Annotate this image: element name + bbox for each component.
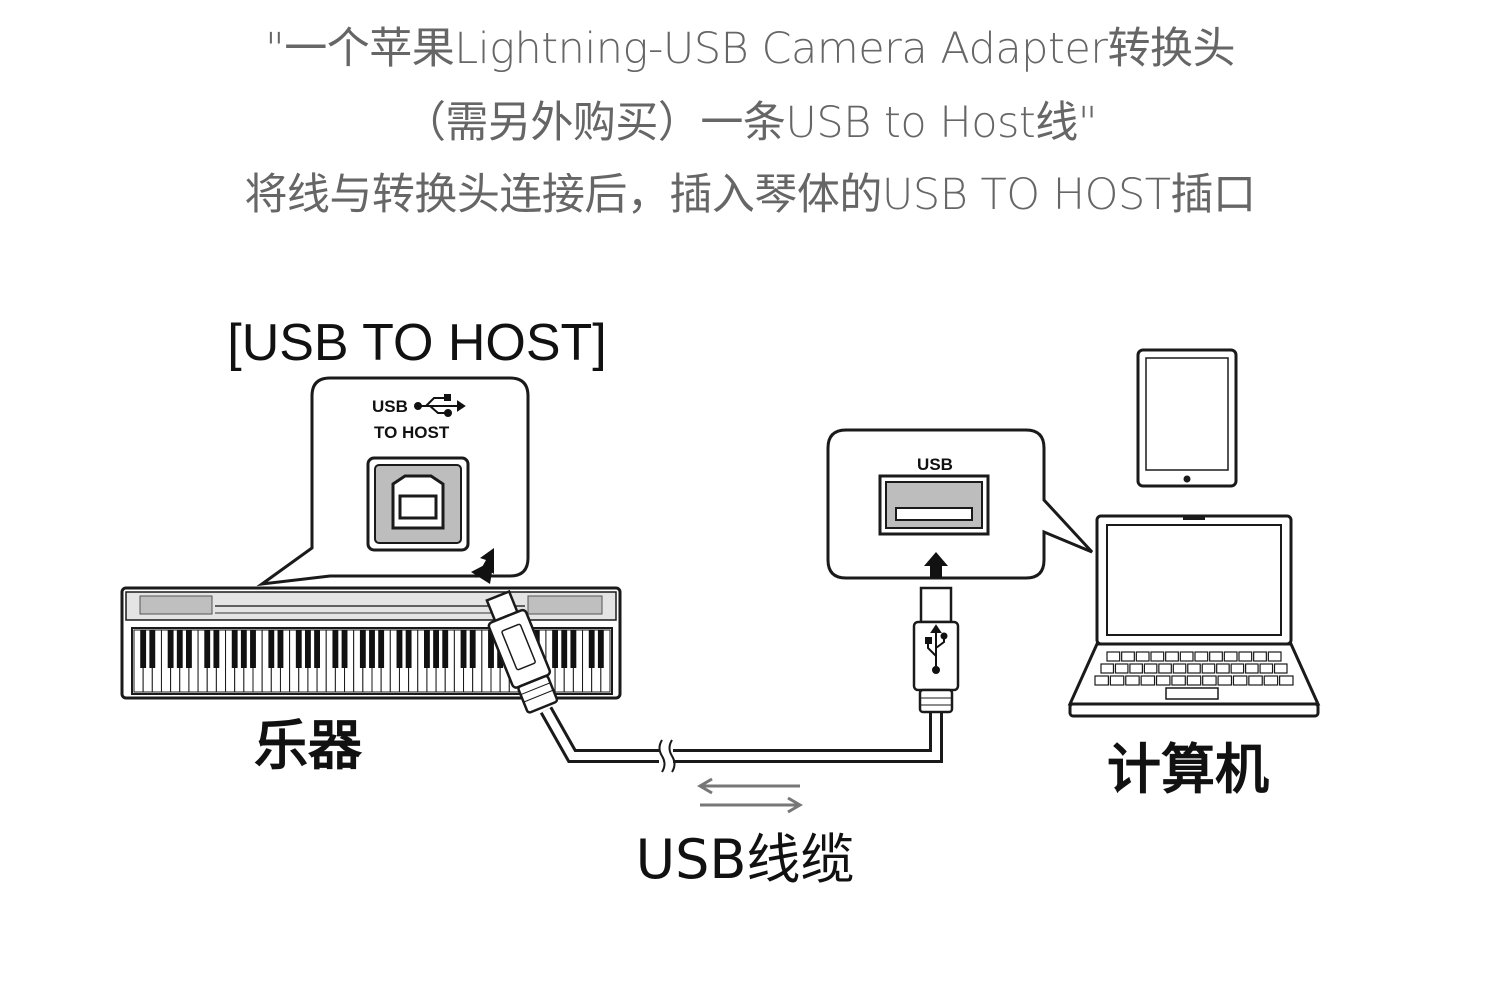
computer-label: 计算机 — [1107, 738, 1269, 801]
cable-label: USB线缆 — [636, 828, 855, 891]
computer-port-label-usb: USB — [917, 455, 953, 474]
laptop-key — [1238, 651, 1253, 662]
piano-black-key — [552, 630, 559, 668]
usb-a-plug — [912, 586, 960, 714]
piano-black-key — [250, 630, 256, 668]
piano-black-key — [167, 630, 174, 668]
laptop-key — [1150, 651, 1165, 662]
port-callout-title: [USB TO HOST] — [227, 314, 607, 372]
laptop-key — [1279, 675, 1294, 686]
usb-a-port — [878, 474, 990, 536]
piano-black-key — [231, 630, 238, 668]
piano-black-key — [570, 630, 577, 668]
piano-black-key — [369, 630, 375, 668]
usb-cable — [485, 586, 960, 773]
piano-black-key — [185, 630, 192, 668]
caption-line-3: 将线与转换头连接后，插入琴体的USB TO HOST插口 — [244, 170, 1256, 220]
laptop-key — [1114, 663, 1129, 674]
computer-port-callout: USB — [826, 428, 1094, 580]
laptop-key — [1230, 663, 1245, 674]
piano-black-key — [240, 630, 247, 668]
piano-black-key — [588, 630, 595, 668]
piano-black-key — [341, 630, 348, 668]
laptop-key — [1140, 675, 1156, 686]
laptop-key — [1232, 675, 1248, 686]
laptop-key — [1109, 675, 1125, 686]
caption-line-1: "一个苹果Lightning-USB Camera Adapter转换头 — [265, 24, 1235, 74]
laptop-key — [1100, 663, 1115, 674]
piano-black-key — [378, 630, 385, 668]
laptop-key — [1259, 663, 1274, 674]
piano-black-key — [433, 630, 440, 668]
piano-black-key — [176, 630, 183, 668]
piano-black-key — [442, 630, 449, 668]
laptop-key — [1223, 651, 1238, 662]
usb-b-port — [366, 456, 470, 552]
piano-black-key — [561, 630, 568, 668]
usb-b-plug — [485, 589, 559, 714]
laptop-key — [1172, 663, 1187, 674]
laptop-key — [1106, 651, 1121, 662]
piano-black-key — [304, 630, 311, 668]
arrow-up-icon — [924, 552, 948, 578]
usb-symbol-icon — [414, 394, 466, 417]
laptop-key — [1263, 675, 1279, 686]
piano-black-key — [277, 630, 284, 668]
instrument-port-callout: [USB TO HOST] USB TO HOST — [227, 314, 607, 587]
laptop-key — [1201, 663, 1216, 674]
laptop-key — [1248, 675, 1263, 686]
laptop-key — [1125, 675, 1140, 686]
piano-black-key — [396, 630, 403, 668]
laptop-key — [1158, 663, 1172, 674]
laptop-icon — [1067, 514, 1321, 718]
laptop-key — [1171, 675, 1186, 686]
instrument-label: 乐器 — [254, 714, 363, 777]
laptop-key — [1187, 663, 1201, 674]
piano-black-key — [469, 630, 476, 668]
arrow-up-icon — [471, 548, 494, 584]
laptop-key — [1129, 663, 1143, 674]
piano-black-key — [149, 630, 156, 668]
laptop-key — [1186, 675, 1202, 686]
laptop-key — [1094, 675, 1109, 686]
instrument-port-label-usb: USB — [372, 397, 408, 416]
laptop-key — [1216, 663, 1230, 674]
laptop-key — [1209, 651, 1223, 662]
piano-black-key — [295, 630, 302, 668]
piano-black-key — [140, 630, 147, 668]
piano-black-key — [332, 630, 339, 668]
laptop-key — [1179, 651, 1194, 662]
instrument-port-label-to-host: TO HOST — [374, 423, 450, 442]
piano-black-key — [405, 630, 412, 668]
piano-black-key — [213, 630, 220, 668]
laptop-key — [1273, 663, 1288, 674]
tablet-icon — [1136, 348, 1238, 488]
laptop-key — [1194, 651, 1209, 662]
laptop-key — [1135, 651, 1150, 662]
piano-black-key — [268, 630, 275, 668]
laptop-key — [1253, 651, 1267, 662]
laptop-key — [1155, 675, 1171, 686]
piano-black-key — [460, 630, 467, 668]
laptop-key — [1245, 663, 1259, 674]
caption-line-2: （需另外购买）一条USB to Host线" — [402, 98, 1098, 148]
bidirectional-arrow-icon — [697, 777, 803, 814]
piano-black-key — [359, 630, 366, 668]
piano-black-key — [423, 630, 430, 668]
laptop-key — [1202, 675, 1217, 686]
laptop-key — [1217, 675, 1233, 686]
laptop-key — [1121, 651, 1135, 662]
piano-black-key — [488, 630, 494, 668]
piano-black-key — [597, 630, 604, 668]
laptop-key — [1143, 663, 1158, 674]
usb-symbol-icon — [925, 624, 948, 674]
piano-black-key — [314, 630, 321, 668]
piano-black-key — [204, 630, 211, 668]
laptop-key — [1165, 651, 1179, 662]
laptop-key — [1267, 651, 1282, 662]
